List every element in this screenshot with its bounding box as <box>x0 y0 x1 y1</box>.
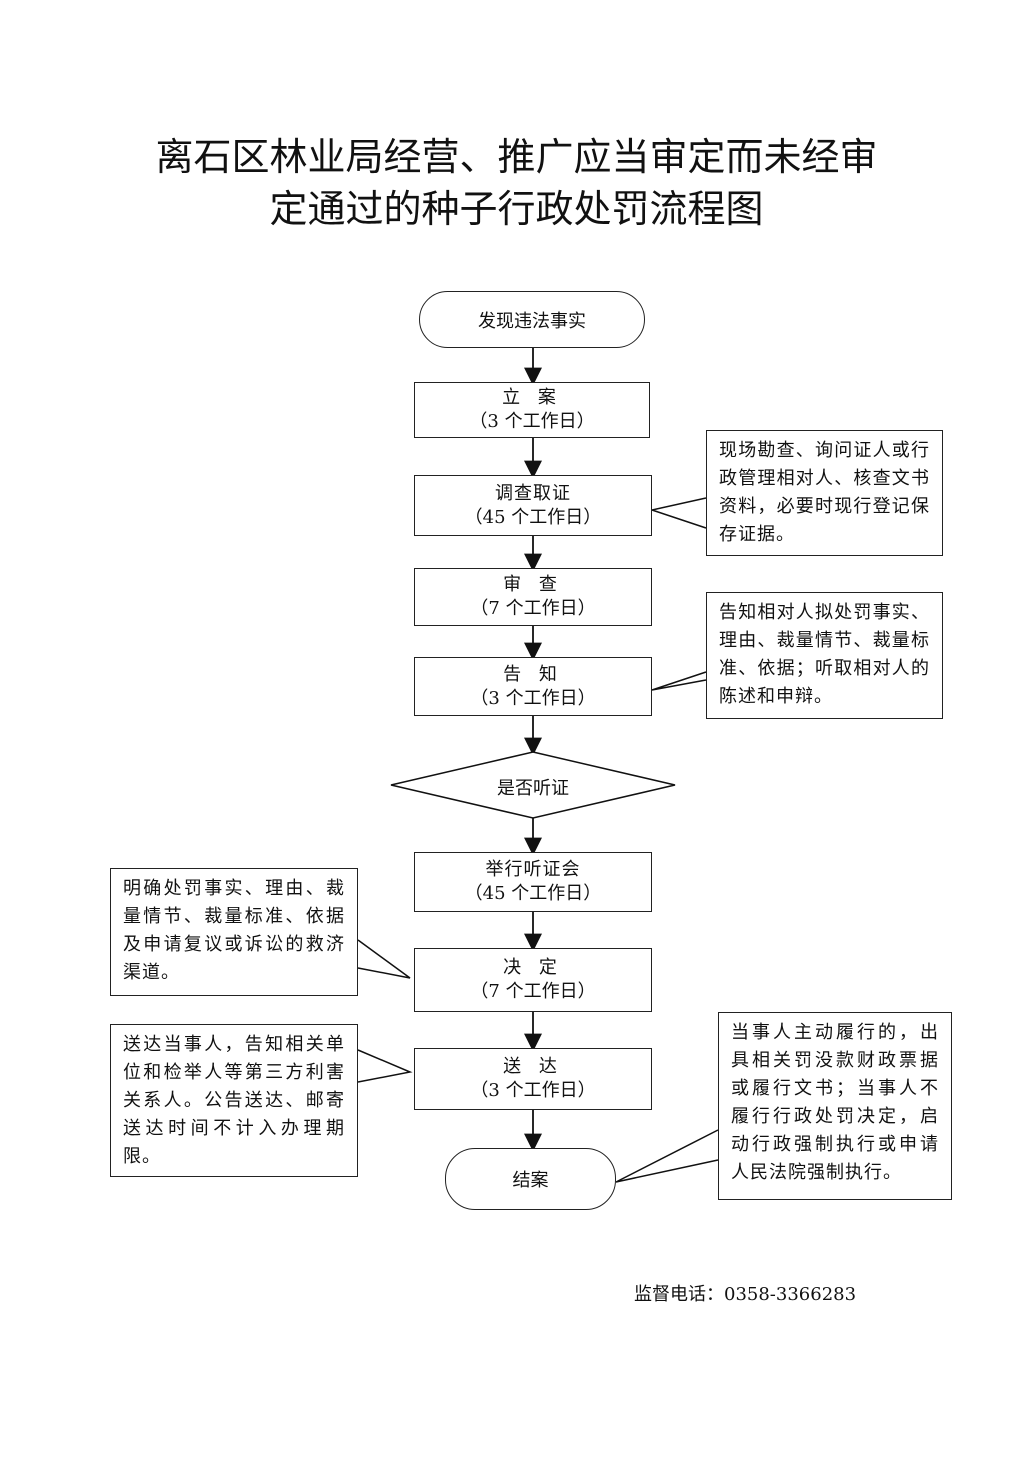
step-hearing-days: （45 个工作日） <box>464 883 602 904</box>
step-deliver-label: 送 达 <box>503 1056 563 1077</box>
note-investigation: 现场勘查、询问证人或行政管理相对人、核查文书资料，必要时现行登记保存证据。 <box>706 430 943 556</box>
page-title-line-2: 定通过的种子行政处罚流程图 <box>269 187 764 231</box>
step-review-label: 审 查 <box>503 574 563 595</box>
step-deliver: 送 达 （3 个工作日） <box>414 1048 652 1110</box>
step-deliver-days: （3 个工作日） <box>470 1080 596 1101</box>
step-decide-days: （7 个工作日） <box>470 981 596 1002</box>
callout-pointer-deliver <box>357 1049 413 1083</box>
decision-label: 是否听证 <box>497 778 569 799</box>
decision-diamond <box>390 751 676 819</box>
callout-pointer-investigation <box>649 497 707 529</box>
start-terminal: 发现违法事实 <box>419 291 645 348</box>
step-decide: 决 定 （7 个工作日） <box>414 948 652 1012</box>
callout-pointer-end <box>615 1129 719 1183</box>
start-label: 发现违法事实 <box>478 310 586 332</box>
step-review: 审 查 （7 个工作日） <box>414 568 652 626</box>
step-filing-days: （3 个工作日） <box>469 411 595 432</box>
callout-pointer-decide <box>357 939 411 979</box>
end-label: 结案 <box>512 1170 549 1191</box>
note-notify: 告知相对人拟处罚事实、理由、裁量情节、裁量标准、依据；听取相对人的陈述和申辩。 <box>706 592 943 719</box>
step-investigation-days: （45 个工作日） <box>464 506 602 528</box>
step-filing: 立 案 （3 个工作日） <box>414 382 650 438</box>
step-decide-label: 决 定 <box>503 957 563 978</box>
step-notify: 告 知 （3 个工作日） <box>414 657 652 716</box>
step-review-days: （7 个工作日） <box>470 598 596 619</box>
step-hearing: 举行听证会 （45 个工作日） <box>414 852 652 912</box>
step-notify-days: （3 个工作日） <box>470 687 596 709</box>
step-filing-label: 立 案 <box>502 387 562 408</box>
note-end: 当事人主动履行的，出具相关罚没款财政票据或履行文书；当事人不履行行政处罚决定，启… <box>718 1012 952 1200</box>
end-terminal: 结案 <box>445 1148 616 1210</box>
page-title-line-1: 离石区林业局经营、推广应当审定而未经审 <box>155 135 878 179</box>
callout-pointer-notify <box>651 671 707 691</box>
step-investigation-label: 调查取证 <box>495 482 571 504</box>
step-notify-label: 告 知 <box>503 663 563 685</box>
note-deliver: 送达当事人，告知相关单位和检举人等第三方利害关系人。公告送达、邮寄送达时间不计入… <box>110 1024 358 1177</box>
note-decide: 明确处罚事实、理由、裁量情节、裁量标准、依据及申请复议或诉讼的救济渠道。 <box>110 868 358 996</box>
step-hearing-label: 举行听证会 <box>485 859 581 880</box>
supervision-phone: 监督电话：0358-3366283 <box>634 1284 857 1305</box>
step-investigation: 调查取证 （45 个工作日） <box>414 475 652 536</box>
